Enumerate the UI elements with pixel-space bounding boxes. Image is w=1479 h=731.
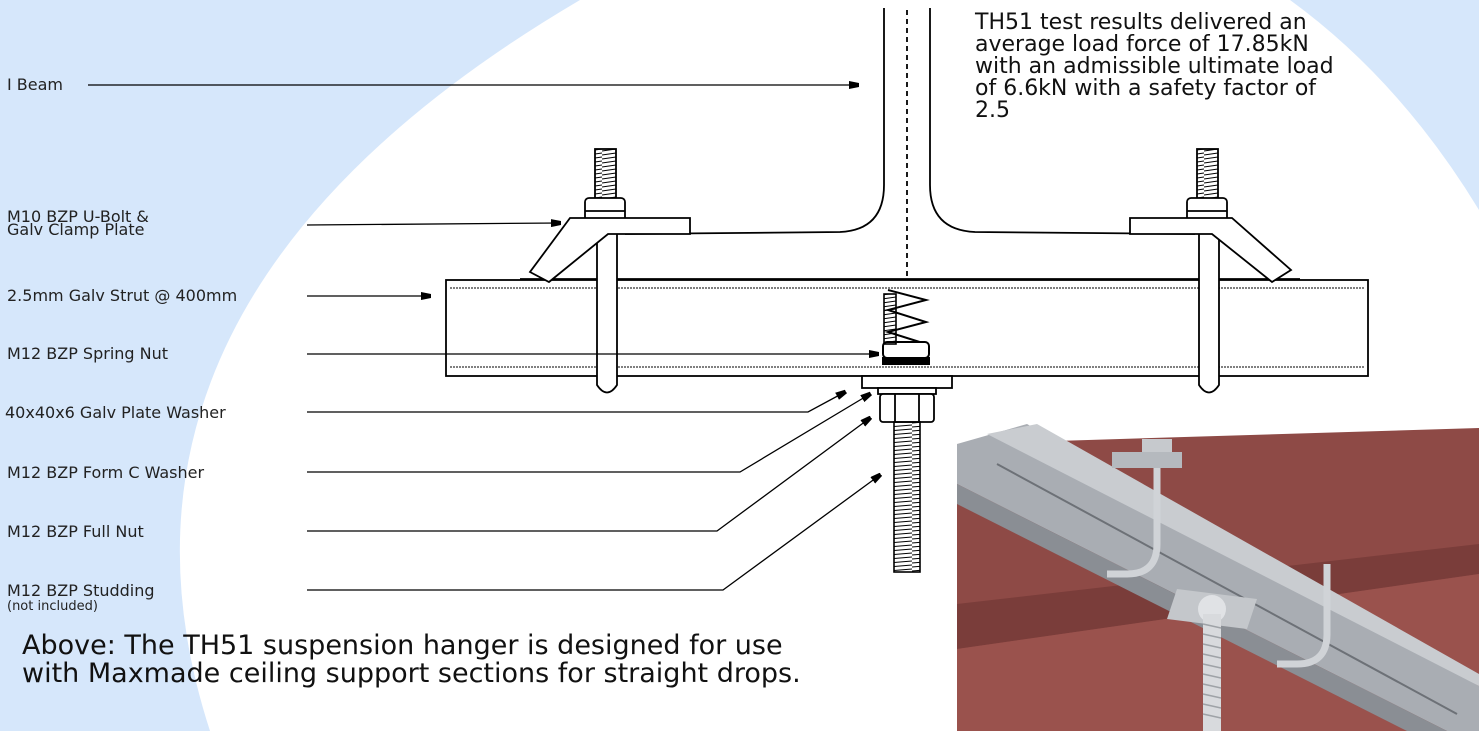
note-line: average load force of 17.85kN [975,32,1309,57]
caption-line: with Maxmade ceiling support sections fo… [22,658,801,689]
washers-and-nut [861,375,953,423]
label-i-beam: I Beam [7,75,64,94]
label-studding-note: (not included) [7,599,98,614]
label-form-c-washer: M12 BZP Form C Washer [7,463,205,482]
label-strut: 2.5mm Galv Strut @ 400mm [7,286,238,305]
right-u-bolt [1129,148,1293,394]
caption-line: Above: The TH51 suspension hanger is des… [22,630,783,661]
caption: Above: The TH51 suspension hanger is des… [22,632,801,688]
leader-lines [88,85,880,591]
label-studding: M12 BZP Studding [7,581,155,600]
label-spring-nut: M12 BZP Spring Nut [7,344,169,363]
label-full-nut: M12 BZP Full Nut [7,522,144,541]
label-u-bolt: M10 BZP U-Bolt & [7,207,149,226]
installation-render [957,424,1479,731]
note-line: of 6.6kN with a safety factor of [975,76,1317,101]
note-line: TH51 test results delivered an [975,10,1307,35]
test-results-note: TH51 test results delivered an average l… [975,12,1445,122]
studding-rod [883,293,921,573]
left-u-bolt [528,148,691,394]
label-plate-washer: 40x40x6 Galv Plate Washer [5,403,226,422]
i-beam [520,8,1300,282]
label-clamp-plate: Galv Clamp Plate [7,220,145,239]
note-line: 2.5 [975,98,1010,123]
note-line: with an admissible ultimate load [975,54,1334,79]
